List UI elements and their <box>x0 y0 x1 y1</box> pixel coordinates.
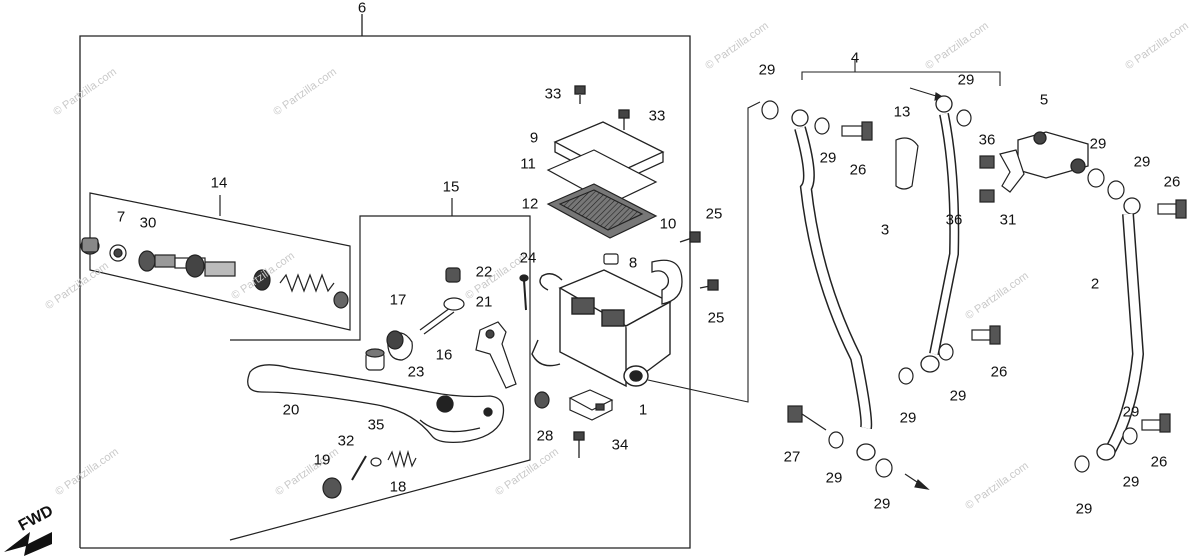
part-23-collar <box>365 348 385 371</box>
callout-8: 8 <box>628 254 638 272</box>
callout-26: 26 <box>1150 453 1168 471</box>
callout-29: 29 <box>899 409 917 427</box>
callout-29: 29 <box>819 149 837 167</box>
master-cylinder-body <box>531 269 672 388</box>
callout-36: 36 <box>978 131 996 149</box>
callout-22: 22 <box>475 263 493 281</box>
part-1-switch <box>568 389 614 421</box>
parts-36-31 <box>979 149 1025 203</box>
callout-6: 6 <box>357 0 367 17</box>
callout-13: 13 <box>893 103 911 121</box>
callout-33: 33 <box>544 85 562 103</box>
callout-29: 29 <box>957 71 975 89</box>
callout-21: 21 <box>475 293 493 311</box>
screws-33 <box>574 85 630 130</box>
part-8-joint <box>603 253 619 265</box>
part-17-boot <box>386 330 413 361</box>
callout-12: 12 <box>521 195 539 213</box>
callout-23: 23 <box>407 363 425 381</box>
subassembly-15-outline <box>229 198 531 541</box>
part-13-cap <box>895 137 919 190</box>
part-34-screw <box>573 431 585 458</box>
spring-14 <box>279 273 335 293</box>
callout-29: 29 <box>1075 500 1093 518</box>
callout-25: 25 <box>705 205 723 223</box>
callout-29: 29 <box>1089 135 1107 153</box>
callout-29: 29 <box>758 61 776 79</box>
callout-29: 29 <box>1133 153 1151 171</box>
callout-18: 18 <box>389 478 407 496</box>
callout-15: 15 <box>442 178 460 196</box>
callout-20: 20 <box>282 401 300 419</box>
callout-29: 29 <box>825 469 843 487</box>
callout-26: 26 <box>849 161 867 179</box>
part-27-bolt <box>787 405 827 431</box>
callout-31: 31 <box>999 211 1017 229</box>
part-22-nut <box>445 267 461 283</box>
callout-29: 29 <box>1122 403 1140 421</box>
bolts-25 <box>679 231 719 291</box>
callout-17: 17 <box>389 291 407 309</box>
washers-29 <box>761 100 1138 478</box>
hose-3 <box>920 95 960 373</box>
callout-27: 27 <box>783 448 801 466</box>
callout-14: 14 <box>210 174 228 192</box>
part-16-plate <box>475 321 517 389</box>
callout-35: 35 <box>367 416 385 434</box>
callout-24: 24 <box>519 249 537 267</box>
fwd-arrow-icon <box>4 532 52 556</box>
callout-29: 29 <box>873 495 891 513</box>
part-24-bolt <box>519 274 529 311</box>
part-20-lever <box>247 364 505 444</box>
callout-32: 32 <box>337 432 355 450</box>
callout-30: 30 <box>139 214 157 232</box>
assembly-frame-6 <box>79 14 691 549</box>
callout-29: 29 <box>949 387 967 405</box>
callout-5: 5 <box>1039 91 1049 109</box>
piston-kit-14 <box>80 237 349 309</box>
callout-3: 3 <box>880 221 890 239</box>
callout-26: 26 <box>990 363 1008 381</box>
hose-2 <box>1096 197 1145 461</box>
bolts-26 <box>841 121 1187 433</box>
callout-28: 28 <box>536 427 554 445</box>
hose-4 <box>791 109 876 461</box>
callout-34: 34 <box>611 436 629 454</box>
callout-16: 16 <box>435 346 453 364</box>
callout-36: 36 <box>945 211 963 229</box>
clamp-10 <box>651 259 683 305</box>
callout-19: 19 <box>313 451 331 469</box>
callout-29: 29 <box>1122 473 1140 491</box>
callout-10: 10 <box>659 215 677 233</box>
callout-33: 33 <box>648 107 666 125</box>
lever-hardware <box>322 449 417 499</box>
callout-11: 11 <box>520 155 536 173</box>
callout-4: 4 <box>850 49 860 67</box>
part-28-nut <box>534 391 550 409</box>
callout-7: 7 <box>116 208 126 226</box>
part-21-bolt <box>419 297 465 335</box>
callout-2: 2 <box>1090 275 1100 293</box>
callout-1: 1 <box>638 401 648 419</box>
callout-25: 25 <box>707 309 725 327</box>
spring-18 <box>387 449 417 469</box>
callout-26: 26 <box>1163 173 1181 191</box>
callout-9: 9 <box>529 129 539 147</box>
part-5-joint <box>1017 131 1089 179</box>
diaphragm-12 <box>546 183 658 239</box>
